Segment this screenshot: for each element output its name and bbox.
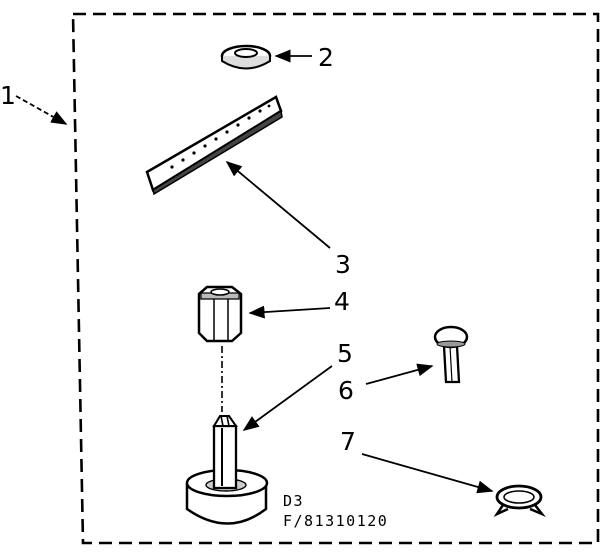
- nut-part: [197, 285, 243, 343]
- leader-kit: [15, 95, 68, 125]
- clip-part: [493, 484, 546, 517]
- callout-1: 1: [0, 81, 16, 110]
- washer-part: [220, 44, 272, 70]
- diagram-code-line2: F/81310120: [283, 512, 388, 530]
- leader-nut: [248, 305, 331, 319]
- pin-part: [433, 325, 469, 384]
- strap-part: [145, 95, 283, 196]
- callout-4: 4: [334, 287, 350, 316]
- callout-5: 5: [337, 339, 353, 368]
- leader-clip: [361, 453, 494, 494]
- callout-3: 3: [335, 250, 351, 279]
- diagram-code-line1: D3: [283, 492, 304, 510]
- leader-pin: [365, 363, 434, 385]
- leader-strap: [225, 160, 331, 249]
- stud-foot-part: [185, 415, 269, 525]
- leader-stud-foot: [242, 365, 333, 431]
- callout-6: 6: [338, 376, 354, 405]
- callout-2: 2: [318, 43, 334, 72]
- kit-boundary: [71, 12, 600, 545]
- callout-7: 7: [340, 427, 356, 456]
